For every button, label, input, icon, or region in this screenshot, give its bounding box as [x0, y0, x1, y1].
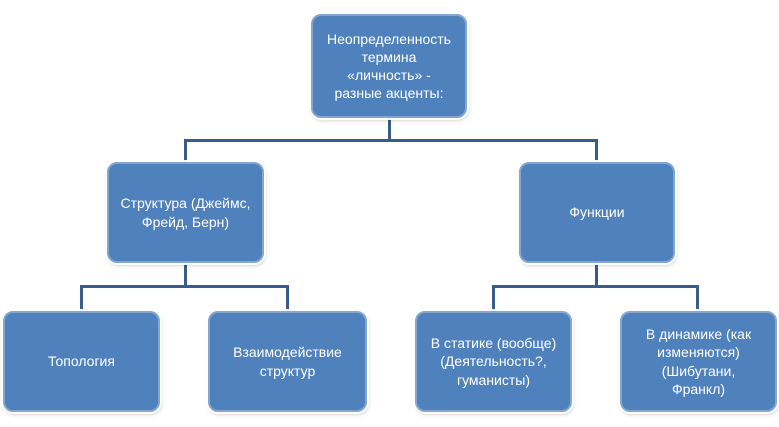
connector-level2-horizontal [184, 139, 598, 142]
node-interaction-label: Взаимодействие структур [233, 344, 342, 379]
node-interaction: Взаимодействие структур [208, 311, 367, 412]
node-statics-label: В статике (вообще) (Деятельность?, гуман… [430, 335, 557, 388]
node-root-label: Неопределенность термина «личность» - ра… [327, 30, 451, 102]
connector-statics-drop [492, 285, 495, 314]
node-root: Неопределенность термина «личность» - ра… [311, 14, 467, 118]
connector-structure-children-horizontal [80, 285, 289, 288]
connector-functions-children-horizontal [492, 285, 699, 288]
connector-functions-drop [595, 139, 598, 165]
connector-structure-drop [184, 139, 187, 165]
node-statics: В статике (вообще) (Деятельность?, гуман… [415, 311, 572, 412]
node-topology-label: Топология [48, 353, 115, 370]
connector-functions-stem [595, 258, 598, 288]
node-structure: Структура (Джеймс, Фрейд, Берн) [107, 162, 264, 263]
node-functions: Функции [519, 162, 675, 263]
node-dynamics-label: В динамике (как изменяются) (Шибутани, Ф… [645, 326, 752, 397]
node-dynamics: В динамике (как изменяются) (Шибутани, Ф… [620, 311, 777, 412]
connector-interaction-drop [286, 285, 289, 314]
node-topology: Топология [3, 311, 160, 412]
connector-structure-stem [184, 258, 187, 288]
node-functions-label: Функции [569, 204, 625, 221]
connector-dynamics-drop [696, 285, 699, 314]
connector-root-stem [388, 112, 391, 142]
connector-topology-drop [80, 285, 83, 314]
node-structure-label: Структура (Джеймс, Фрейд, Берн) [120, 195, 251, 230]
